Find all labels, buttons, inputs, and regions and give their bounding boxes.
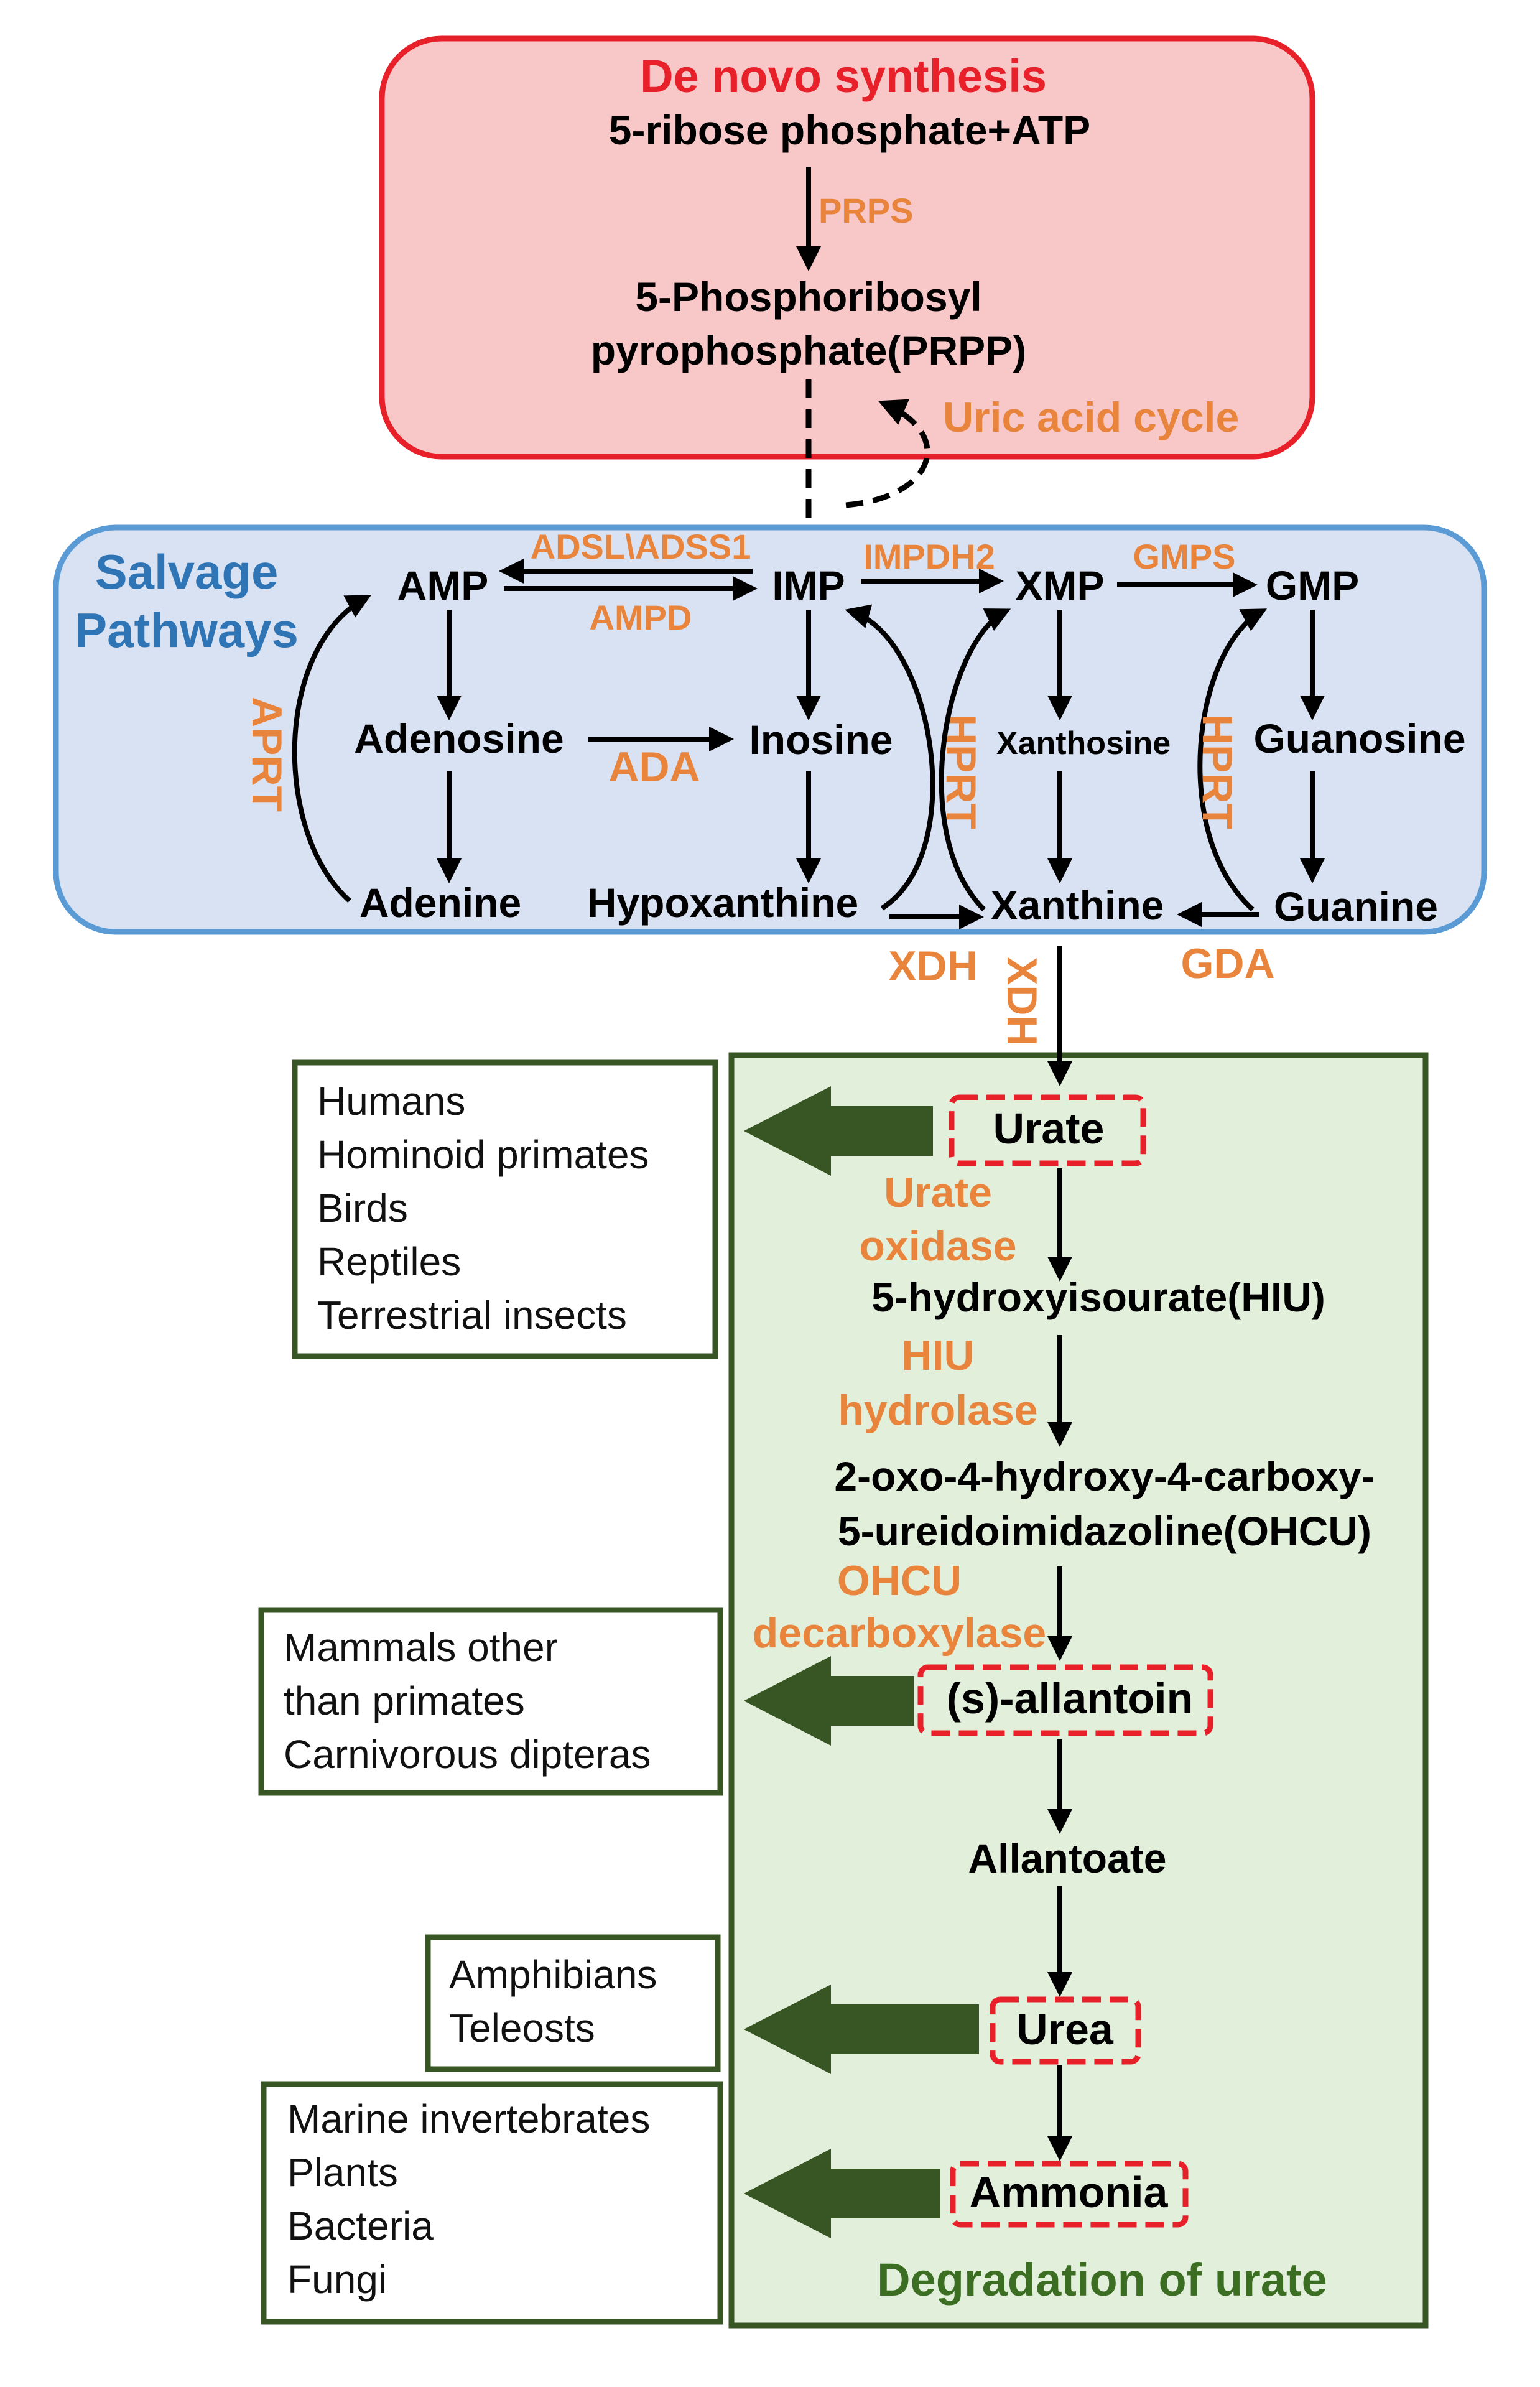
organism-box-urate: Humans Hominoid primates Birds Reptiles … bbox=[292, 1059, 718, 1359]
guanosine-label: Guanosine bbox=[1253, 715, 1465, 761]
amp-label: AMP bbox=[397, 562, 489, 608]
hprt-xanthine-curved-arrow bbox=[939, 608, 1011, 911]
adenine-label: Adenine bbox=[359, 880, 521, 926]
ohcu-label-line1: 2-oxo-4-hydroxy-4-carboxy- bbox=[834, 1453, 1375, 1499]
organism-terrestrial-insects: Terrestrial insects bbox=[317, 1293, 627, 1338]
hprt-hypoxanthine-curved-arrow bbox=[845, 604, 935, 911]
urea-label: Urea bbox=[1016, 2005, 1114, 2054]
allantoate-label: Allantoate bbox=[968, 1835, 1166, 1881]
organism-humans: Humans bbox=[317, 1079, 465, 1124]
xanthosine-label: Xanthosine bbox=[996, 725, 1171, 761]
urate-label: Urate bbox=[993, 1104, 1105, 1153]
ammonia-label: Ammonia bbox=[970, 2168, 1169, 2217]
ada-label: ADA bbox=[608, 743, 700, 791]
inosine-label: Inosine bbox=[749, 717, 893, 763]
urate-oxidase-label-1: Urate bbox=[884, 1169, 992, 1216]
organism-box-ammonia: Marine invertebrates Plants Bacteria Fun… bbox=[261, 2081, 723, 2325]
organism-amphibians: Amphibians bbox=[449, 1952, 657, 1997]
organism-plants: Plants bbox=[287, 2150, 398, 2195]
organism-arrows bbox=[744, 1086, 979, 2238]
organism-box-urea-frame bbox=[425, 1934, 721, 2072]
ammonia-highlight-box bbox=[950, 2161, 1189, 2228]
uric-acid-cycle-label: Uric acid cycle bbox=[943, 394, 1239, 441]
organism-mammals-other: Mammals other bbox=[284, 1625, 558, 1670]
degradation-title: Degradation of urate bbox=[877, 2254, 1327, 2306]
organism-box-allantoin-frame bbox=[258, 1607, 723, 1796]
guanine-label: Guanine bbox=[1274, 883, 1438, 929]
aprt-label: APRT bbox=[243, 697, 290, 812]
hprt-label-2: HPRT bbox=[1194, 714, 1241, 829]
de-novo-synthesis-panel: De novo synthesis 5-ribose phosphate+ATP… bbox=[379, 35, 1315, 559]
imp-label: IMP bbox=[772, 562, 845, 608]
organism-box-allantoin: Mammals other than primates Carnivorous … bbox=[258, 1607, 723, 1796]
hprt-guanine-curved-arrow bbox=[1197, 608, 1268, 911]
hiu-hydrolase-label-2: hydrolase bbox=[838, 1387, 1037, 1434]
de-novo-title: De novo synthesis bbox=[640, 50, 1047, 102]
aprt-curved-arrow bbox=[292, 595, 372, 903]
ohcu-label-line2: 5-ureidoimidazoline(OHCU) bbox=[838, 1508, 1371, 1554]
organism-birds: Birds bbox=[317, 1186, 408, 1231]
salvage-pathways-panel: Salvage Pathways AMP IMP XMP GMP ADSL\AD… bbox=[53, 524, 1487, 935]
organism-teleosts: Teleosts bbox=[449, 2006, 595, 2050]
ammonia-organism-arrow bbox=[744, 2149, 940, 2238]
ohcu-decarboxylase-label-1: OHCU bbox=[837, 1557, 962, 1604]
xdh-label: XDH bbox=[888, 942, 978, 990]
de-novo-box bbox=[379, 35, 1315, 460]
gda-label: GDA bbox=[1181, 940, 1274, 987]
organism-box-urea: Amphibians Teleosts bbox=[425, 1934, 721, 2072]
organism-than-primates: than primates bbox=[284, 1678, 525, 1723]
organism-marine-invertebrates: Marine invertebrates bbox=[287, 2096, 650, 2141]
urea-organism-arrow bbox=[744, 1985, 979, 2074]
salvage-title-line1: Salvage bbox=[95, 544, 279, 599]
xanthine-label: Xanthine bbox=[991, 882, 1164, 928]
uric-acid-cycle-arrow bbox=[845, 399, 930, 508]
urea-highlight-box bbox=[990, 1996, 1141, 2065]
allantoin-label: (s)-allantoin bbox=[947, 1674, 1194, 1723]
xdh-vertical-label: XDH bbox=[998, 957, 1046, 1046]
gmps-label: GMPS bbox=[1133, 537, 1236, 576]
organism-box-ammonia-frame bbox=[261, 2081, 723, 2325]
xmp-label: XMP bbox=[1015, 562, 1104, 608]
organism-fungi: Fungi bbox=[287, 2257, 387, 2302]
organism-bacteria: Bacteria bbox=[287, 2203, 434, 2248]
gmp-label: GMP bbox=[1266, 562, 1359, 608]
ohcu-decarboxylase-label-2: decarboxylase bbox=[753, 1609, 1047, 1657]
allantoin-highlight-box bbox=[917, 1664, 1213, 1736]
urate-highlight-box bbox=[949, 1094, 1146, 1166]
urate-organism-arrow bbox=[744, 1086, 933, 1176]
ampd-label: AMPD bbox=[590, 598, 692, 637]
organism-reptiles: Reptiles bbox=[317, 1239, 461, 1284]
hiu-hydrolase-label-1: HIU bbox=[901, 1332, 974, 1379]
allantoin-organism-arrow bbox=[744, 1656, 914, 1746]
hiu-label: 5-hydroxyisourate(HIU) bbox=[871, 1274, 1325, 1320]
prps-enzyme-label: PRPS bbox=[819, 191, 914, 230]
prpp-label-line2: pyrophosphate(PRPP) bbox=[591, 327, 1026, 373]
impdh2-label: IMPDH2 bbox=[863, 537, 995, 576]
prpp-label-line1: 5-Phosphoribosyl bbox=[635, 274, 981, 320]
substrate-label: 5-ribose phosphate+ATP bbox=[609, 107, 1090, 153]
adenosine-label: Adenosine bbox=[354, 715, 564, 761]
organism-carnivorous-dipteras: Carnivorous dipteras bbox=[284, 1732, 651, 1777]
organism-box-urate-frame bbox=[292, 1059, 718, 1359]
salvage-title-line2: Pathways bbox=[75, 603, 299, 658]
organism-hominoid-primates: Hominoid primates bbox=[317, 1132, 649, 1177]
salvage-box bbox=[53, 524, 1487, 935]
adsl-adss1-label: ADSL\ADSS1 bbox=[531, 527, 751, 566]
hypoxanthine-label: Hypoxanthine bbox=[587, 880, 858, 926]
urate-oxidase-label-2: oxidase bbox=[859, 1222, 1016, 1270]
